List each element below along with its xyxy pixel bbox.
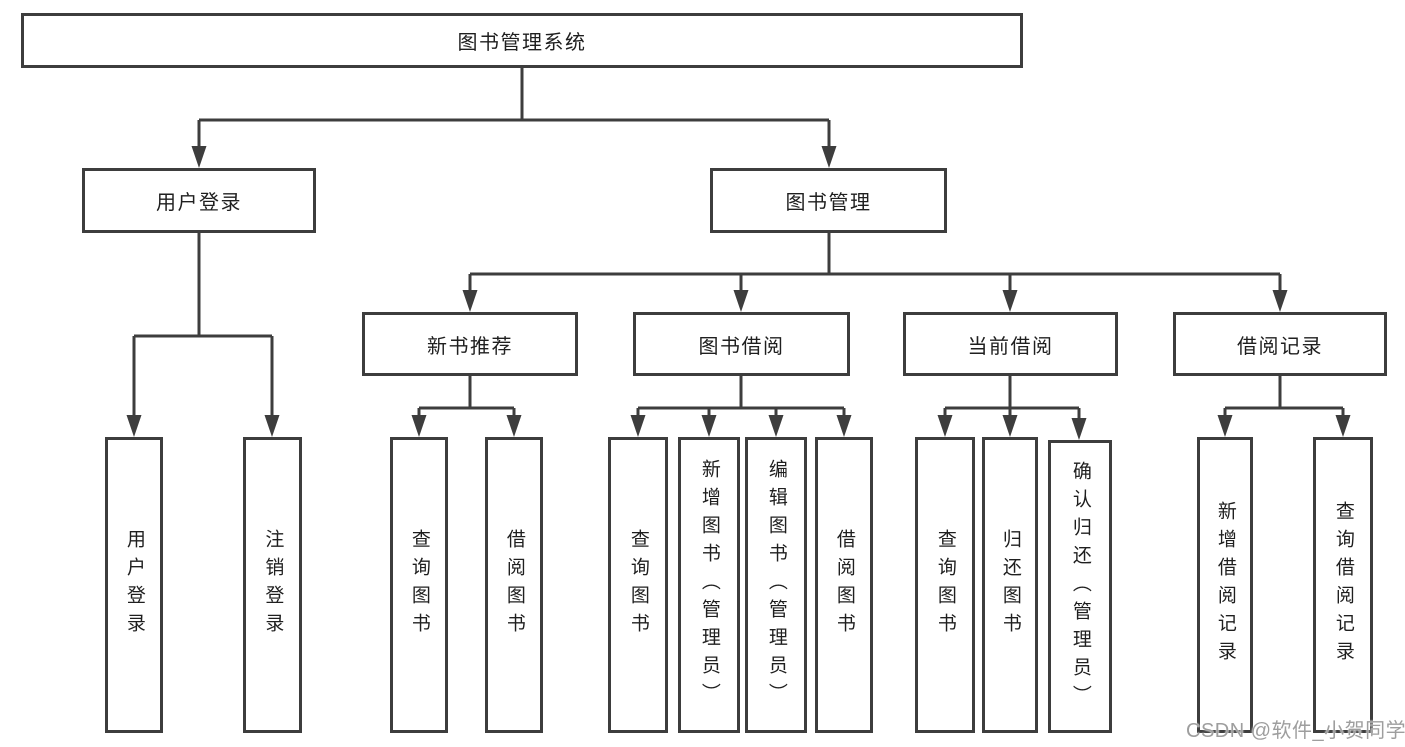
leaf-query-books-recommend-label: 查询图书 [408, 529, 430, 641]
leaf-add-borrow-record-label: 新增借阅记录 [1214, 501, 1236, 669]
node-current-borrowing: 当前借阅 [903, 312, 1118, 376]
node-current-borrowing-label: 当前借阅 [967, 335, 1054, 358]
csdn-watermark: CSDN @软件_小贺同学 [1186, 720, 1405, 742]
leaf-logout-label: 注销登录 [262, 529, 284, 641]
leaf-query-books-recommend: 查询图书 [390, 437, 448, 733]
leaf-add-borrow-record: 新增借阅记录 [1197, 437, 1253, 733]
node-user-login: 用户登录 [82, 168, 316, 233]
leaf-return-books: 归还图书 [982, 437, 1038, 733]
node-book-borrowing-label: 图书借阅 [698, 335, 785, 358]
leaf-user-login: 用户登录 [105, 437, 163, 733]
node-new-book-recommend-label: 新书推荐 [427, 335, 513, 358]
leaf-user-login-label: 用户登录 [123, 529, 145, 641]
leaf-edit-books-admin: 编辑图书（管理员） [745, 437, 807, 733]
node-root-label: 图书管理系统 [457, 32, 587, 54]
leaf-confirm-return-admin: 确认归还（管理员） [1048, 440, 1112, 733]
leaf-borrow-books-recommend-label: 借阅图书 [503, 529, 525, 641]
node-borrowing-records-label: 借阅记录 [1237, 335, 1323, 358]
node-book-management-label: 图书管理 [785, 192, 872, 214]
leaf-edit-books-admin-label: 编辑图书（管理员） [765, 459, 787, 711]
leaf-query-books-current: 查询图书 [915, 437, 975, 733]
leaf-logout: 注销登录 [243, 437, 302, 733]
leaf-query-books-current-label: 查询图书 [934, 529, 956, 641]
leaf-borrow-books-recommend: 借阅图书 [485, 437, 543, 733]
node-root: 图书管理系统 [21, 13, 1023, 68]
leaf-add-books-admin-label: 新增图书（管理员） [698, 459, 720, 711]
leaf-query-borrow-record: 查询借阅记录 [1313, 437, 1373, 733]
leaf-add-books-admin: 新增图书（管理员） [678, 437, 740, 733]
leaf-confirm-return-admin-label: 确认归还（管理员） [1069, 460, 1091, 713]
leaf-query-books-borrowing-label: 查询图书 [627, 529, 649, 641]
leaf-query-books-borrowing: 查询图书 [608, 437, 668, 733]
node-user-login-label: 用户登录 [156, 192, 242, 214]
node-new-book-recommend: 新书推荐 [362, 312, 578, 376]
node-borrowing-records: 借阅记录 [1173, 312, 1387, 376]
leaf-query-borrow-record-label: 查询借阅记录 [1332, 501, 1354, 669]
leaf-borrow-books-borrowing-label: 借阅图书 [833, 529, 855, 641]
node-book-management: 图书管理 [710, 168, 947, 233]
node-book-borrowing: 图书借阅 [633, 312, 850, 376]
leaf-return-books-label: 归还图书 [999, 529, 1021, 641]
leaf-borrow-books-borrowing: 借阅图书 [815, 437, 873, 733]
